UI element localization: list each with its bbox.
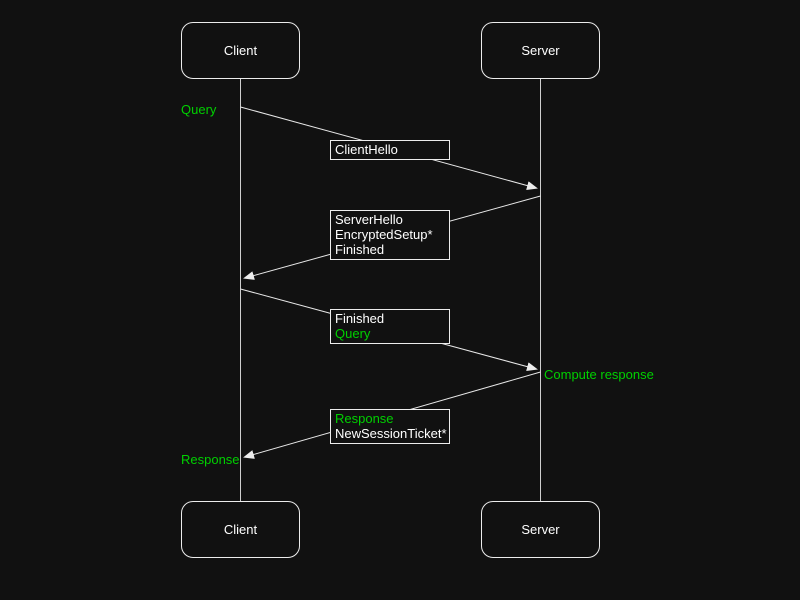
message-line: NewSessionTicket* xyxy=(335,426,447,441)
actor-server-top: Server xyxy=(481,22,600,79)
message-line: Query xyxy=(335,326,371,341)
actor-label: Client xyxy=(223,43,258,58)
annotation-compute-response: Compute response xyxy=(544,367,654,382)
message-line: ClientHello xyxy=(335,142,398,157)
actor-client-bottom: Client xyxy=(181,501,300,558)
message-box-clienthello: ClientHello xyxy=(330,140,450,160)
annotation-query: Query xyxy=(181,102,217,117)
message-line: Finished xyxy=(335,311,385,326)
actor-label: Client xyxy=(223,522,258,537)
message-box-finished-query: Finished Query xyxy=(330,309,450,344)
message-line: EncryptedSetup* xyxy=(335,227,433,242)
actor-label: Server xyxy=(521,522,560,537)
message-line: Response xyxy=(335,411,394,426)
message-box-response-ticket: Response NewSessionTicket* xyxy=(330,409,450,444)
actor-server-bottom: Server xyxy=(481,501,600,558)
message-line: ServerHello xyxy=(335,212,403,227)
actor-client-top: Client xyxy=(181,22,300,79)
message-line: Finished xyxy=(335,242,385,257)
actor-label: Server xyxy=(521,43,560,58)
message-box-serverhello: ServerHello EncryptedSetup* Finished xyxy=(330,210,450,260)
annotation-response: Response xyxy=(181,452,240,467)
